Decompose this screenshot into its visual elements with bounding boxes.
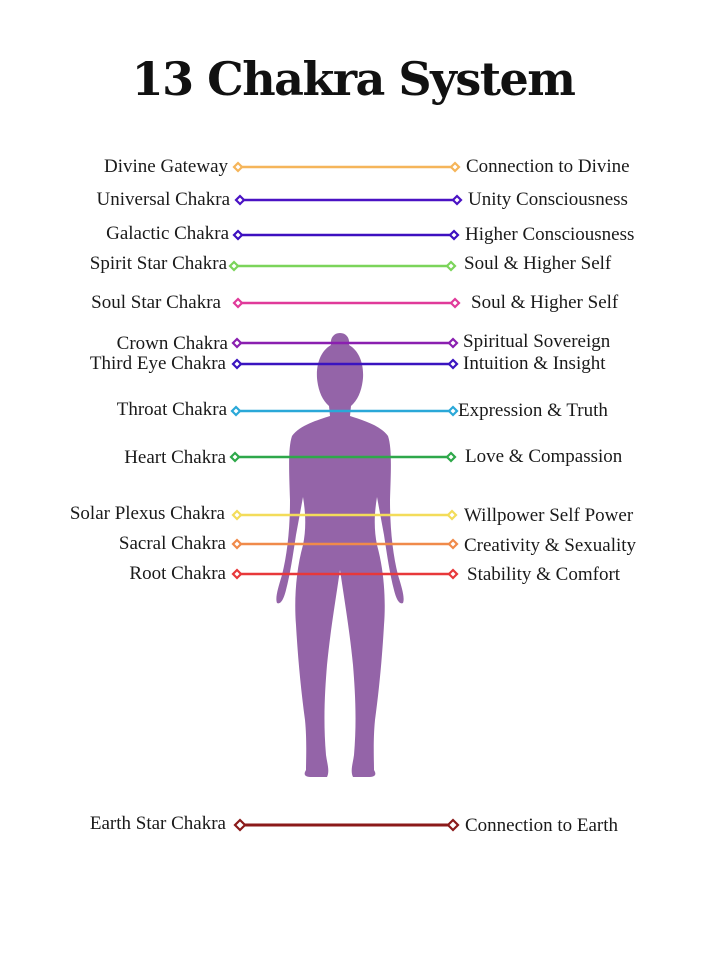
chakra-name-label: Earth Star Chakra <box>90 813 226 835</box>
right-diamond-marker <box>449 339 457 347</box>
left-diamond-marker <box>236 196 244 204</box>
chakra-meaning-label: Expression & Truth <box>458 400 608 422</box>
chakra-name-label: Sacral Chakra <box>119 533 226 555</box>
chakra-meaning-label: Connection to Divine <box>466 156 630 178</box>
right-diamond-marker <box>450 231 458 239</box>
left-diamond-marker <box>230 262 238 270</box>
chakra-connector <box>234 299 459 307</box>
chakra-meaning-label: Stability & Comfort <box>467 564 620 586</box>
chakra-name-label: Solar Plexus Chakra <box>70 503 225 525</box>
chakra-name-label: Root Chakra <box>129 563 226 585</box>
chakra-name-label: Crown Chakra <box>117 333 228 355</box>
left-diamond-marker <box>234 163 242 171</box>
left-diamond-marker <box>234 231 242 239</box>
chakra-name-label: Heart Chakra <box>124 447 226 469</box>
right-diamond-marker <box>448 511 456 519</box>
chakra-connector <box>236 196 461 204</box>
silhouette-body <box>276 333 403 777</box>
chakra-meaning-label: Willpower Self Power <box>464 505 633 527</box>
right-diamond-marker <box>449 407 457 415</box>
left-diamond-marker <box>234 299 242 307</box>
right-diamond-marker <box>448 820 458 830</box>
left-diamond-marker <box>232 407 240 415</box>
left-diamond-marker <box>233 360 241 368</box>
chakra-meaning-label: Intuition & Insight <box>463 353 606 375</box>
chakra-meaning-label: Creativity & Sexuality <box>464 535 636 557</box>
right-diamond-marker <box>449 540 457 548</box>
chakra-connector <box>230 262 455 270</box>
chakra-name-label: Spirit Star Chakra <box>90 253 227 275</box>
human-silhouette <box>276 333 403 777</box>
right-diamond-marker <box>447 453 455 461</box>
left-diamond-marker <box>235 820 245 830</box>
chakra-meaning-label: Higher Consciousness <box>465 224 634 246</box>
chakra-connector <box>234 163 459 171</box>
chakra-meaning-label: Soul & Higher Self <box>464 253 611 275</box>
right-diamond-marker <box>451 163 459 171</box>
chakra-meaning-label: Love & Compassion <box>465 446 622 468</box>
chakra-meaning-label: Unity Consciousness <box>468 189 628 211</box>
left-diamond-marker <box>233 339 241 347</box>
chakra-connector <box>235 820 458 830</box>
right-diamond-marker <box>449 570 457 578</box>
chakra-meaning-label: Spiritual Sovereign <box>463 331 610 353</box>
right-diamond-marker <box>451 299 459 307</box>
right-diamond-marker <box>449 360 457 368</box>
chakra-name-label: Universal Chakra <box>97 189 230 211</box>
chakra-name-label: Galactic Chakra <box>106 223 229 245</box>
chakra-name-label: Third Eye Chakra <box>90 353 226 375</box>
chakra-name-label: Soul Star Chakra <box>91 292 221 314</box>
left-diamond-marker <box>233 511 241 519</box>
left-diamond-marker <box>231 453 239 461</box>
chakra-connector <box>234 231 458 239</box>
chakra-name-label: Divine Gateway <box>104 156 228 178</box>
right-diamond-marker <box>447 262 455 270</box>
chakra-meaning-label: Soul & Higher Self <box>471 292 618 314</box>
chakra-meaning-label: Connection to Earth <box>465 815 618 837</box>
left-diamond-marker <box>233 570 241 578</box>
chakra-name-label: Throat Chakra <box>117 399 227 421</box>
right-diamond-marker <box>453 196 461 204</box>
left-diamond-marker <box>233 540 241 548</box>
